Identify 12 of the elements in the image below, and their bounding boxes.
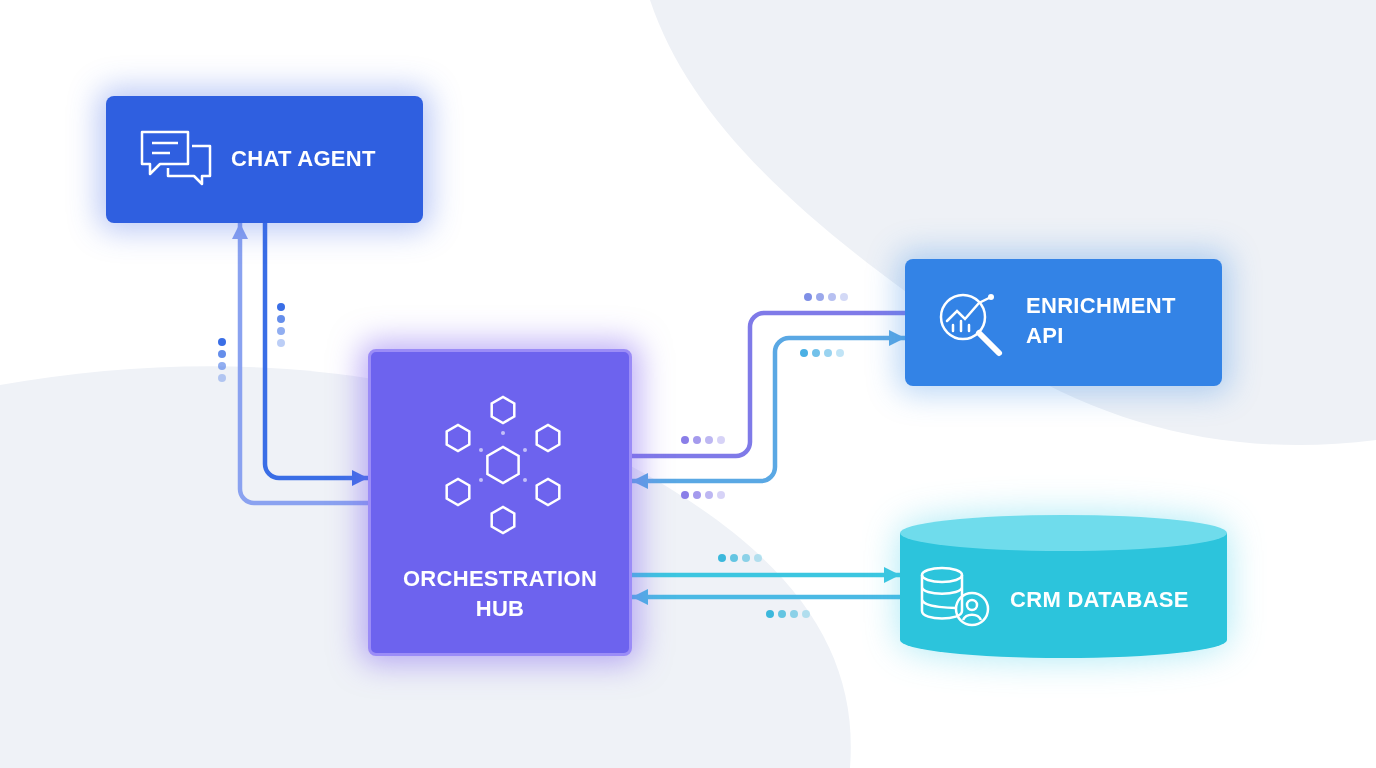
node-label: CHAT AGENT: [231, 145, 377, 173]
connector-arrow: [232, 223, 368, 506]
connector-arrow: [632, 589, 900, 605]
node-label: CRM DATABASE: [1010, 586, 1190, 614]
node-label: ORCHESTRATION HUB: [401, 565, 599, 623]
service-box: [106, 96, 423, 223]
hub-box: [368, 349, 632, 656]
service-box: [905, 259, 1222, 386]
connector-arrow: [632, 330, 905, 489]
connector-arrow: [632, 567, 900, 583]
node-label: ENRICHMENT API: [1026, 292, 1177, 350]
connector-arrow: [262, 223, 368, 486]
